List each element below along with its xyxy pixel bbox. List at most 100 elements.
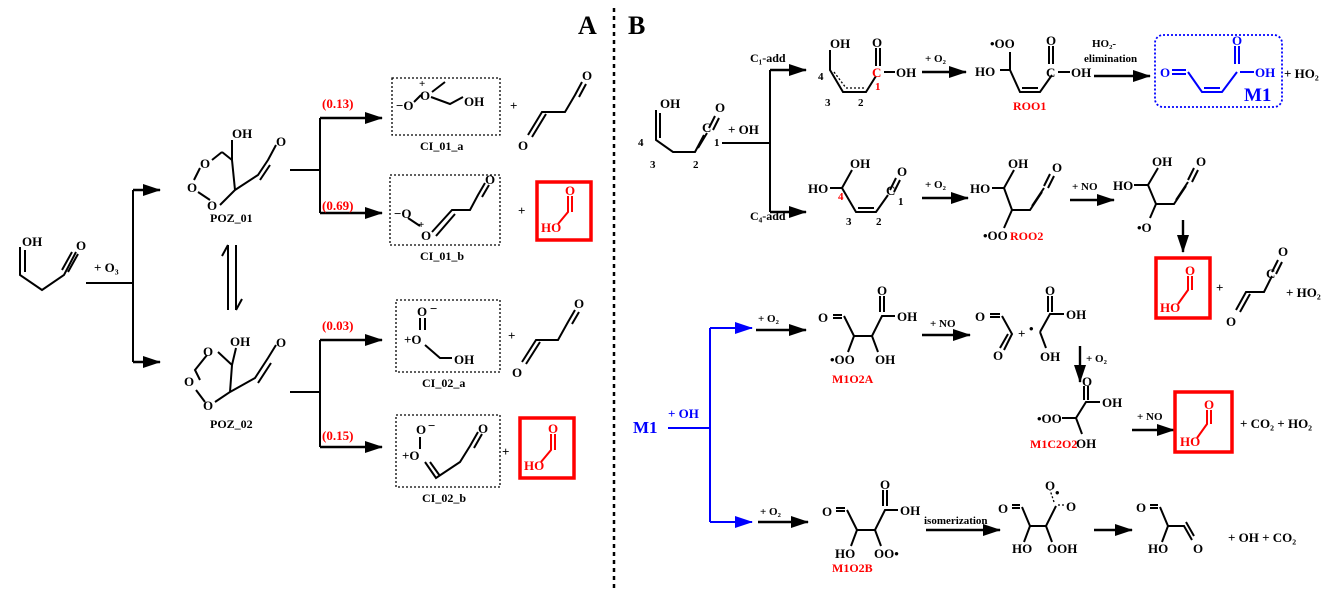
atom-oh: OH bbox=[850, 156, 870, 171]
atom-oh: OH bbox=[875, 352, 895, 367]
atom-o: O bbox=[200, 156, 210, 171]
radical-dot: • bbox=[1029, 321, 1034, 336]
atom-ho: HO bbox=[808, 181, 828, 196]
roo2-structure: HO OH O •OO bbox=[970, 156, 1062, 243]
atom-o: O bbox=[822, 504, 832, 519]
charge-plus: + bbox=[419, 78, 425, 90]
reagent-oh-blue: + OH bbox=[668, 406, 699, 421]
c4-adduct: HO OH O C 1 2 3 4 bbox=[808, 156, 907, 228]
atom-o: O bbox=[1185, 263, 1195, 278]
yield-ci02a: (0.03) bbox=[322, 318, 353, 333]
atom-ooh: OOH bbox=[1047, 541, 1077, 556]
atom-o: O bbox=[276, 335, 286, 350]
reactant-b: OH O C 1 2 3 4 bbox=[638, 96, 725, 171]
plus-o2-label: + O₂ bbox=[1086, 353, 1108, 365]
atom-o: O bbox=[421, 228, 431, 243]
atom-oh: OH bbox=[896, 65, 916, 80]
atom-o: O bbox=[1196, 154, 1206, 169]
atom-ho: HO bbox=[975, 64, 995, 79]
yield-ci01b: (0.69) bbox=[322, 198, 353, 213]
atom-c: C bbox=[1266, 266, 1275, 281]
plus-o2-label: + O₂ bbox=[760, 506, 782, 518]
roo1-label: ROO1 bbox=[1013, 99, 1046, 113]
atom-ho: HO bbox=[524, 458, 544, 473]
yield-ci01a: (0.13) bbox=[322, 96, 353, 111]
reagent-oh: + OH bbox=[728, 122, 759, 137]
atom-o: O bbox=[203, 344, 213, 359]
atom-o: O bbox=[1045, 283, 1055, 298]
atom-peroxy: •OO bbox=[830, 352, 855, 367]
atom-ho: HO bbox=[1148, 541, 1168, 556]
atom-oh: OH bbox=[464, 94, 484, 109]
atom-oh: OH bbox=[454, 352, 474, 367]
atom-oh: OH bbox=[230, 334, 250, 349]
atom-o: O bbox=[998, 501, 1008, 516]
atom-o: O bbox=[897, 164, 907, 179]
atom-oh: OH bbox=[1102, 395, 1122, 410]
atom-peroxy: OO• bbox=[874, 546, 899, 561]
ci-02-b: O − +O O bbox=[395, 414, 501, 488]
ci-01-b: −O O + O bbox=[389, 172, 501, 246]
atom-number: 1 bbox=[875, 81, 881, 93]
m1o2a-label: M1O2A bbox=[832, 372, 874, 386]
formic-acid-box: O HO bbox=[1154, 256, 1212, 320]
atom-o: O bbox=[1082, 374, 1092, 389]
atom-o: O bbox=[1045, 478, 1055, 493]
atom-o: O bbox=[187, 180, 197, 195]
m1c2o2-structure: O OH •OO OH bbox=[1037, 374, 1122, 451]
poz-02-label: POZ_02 bbox=[210, 417, 253, 431]
charge-minus: − bbox=[428, 418, 435, 433]
poz-02-structure: OH O O O O bbox=[184, 334, 286, 413]
plus-co2-ho2: + CO₂ + HO₂ bbox=[1240, 416, 1312, 431]
atom-oh: OH bbox=[1071, 65, 1091, 80]
atom-o-plus: +O bbox=[404, 332, 422, 347]
c4-add-label: C₄-add bbox=[750, 209, 786, 223]
m1-label: M1 bbox=[1244, 85, 1271, 106]
atom-o: O bbox=[478, 421, 488, 436]
atom-o: O bbox=[582, 68, 592, 83]
atom-c: C bbox=[1046, 65, 1055, 80]
coproduct-upper: O O bbox=[518, 68, 592, 153]
atom-ho: HO bbox=[835, 546, 855, 561]
plus-no-label: + NO bbox=[1137, 411, 1163, 423]
atom-o: O bbox=[1066, 499, 1076, 514]
atom-oh: OH bbox=[1066, 307, 1086, 322]
atom-o: O bbox=[715, 100, 725, 115]
atom-peroxy: •OO bbox=[983, 228, 1008, 243]
ci-01-a-label: CI_01_a bbox=[420, 139, 463, 153]
poz-01-structure: OH O O O O bbox=[187, 126, 286, 213]
c1-add-label: C₁-add bbox=[750, 51, 786, 65]
atom-o: O bbox=[1160, 65, 1170, 80]
atom-o: O bbox=[975, 309, 985, 324]
atom-o: O bbox=[184, 374, 194, 389]
atom-c: C bbox=[702, 120, 711, 135]
plus: + bbox=[518, 203, 525, 218]
plus: + bbox=[510, 98, 517, 113]
plus-ho2: + HO₂ bbox=[1286, 285, 1321, 300]
reagent-o3: + O₃ bbox=[94, 260, 119, 275]
atom-oh: OH bbox=[1152, 154, 1172, 169]
atom-o: O bbox=[76, 238, 86, 253]
atom-o: O bbox=[1136, 500, 1146, 515]
elimination-line2: elimination bbox=[1084, 53, 1137, 65]
equilibrium-arrow-down bbox=[235, 245, 243, 311]
atom-oh: OH bbox=[830, 36, 850, 51]
ci-01-b-label: CI_01_b bbox=[420, 249, 464, 263]
m1-reactant-label: M1 bbox=[633, 418, 658, 437]
atom-o: O bbox=[518, 138, 528, 153]
coproduct-lower: O O bbox=[512, 296, 584, 380]
atom-number: 4 bbox=[838, 191, 844, 203]
plus-ho2: + HO₂ bbox=[1284, 66, 1319, 81]
glyoxal-structure: O O bbox=[975, 309, 1014, 363]
formic-acid-box: O HO bbox=[1173, 390, 1234, 454]
roo2-label: ROO2 bbox=[1010, 229, 1043, 243]
atom-o: O bbox=[1204, 397, 1214, 412]
ci-02-a: O − +O OH bbox=[395, 299, 501, 373]
atom-ho: HO bbox=[1160, 300, 1180, 315]
plus: + bbox=[508, 328, 515, 343]
radical-dot: • bbox=[1055, 485, 1060, 500]
atom-number: 2 bbox=[858, 97, 864, 109]
plus-no-label: + NO bbox=[1072, 181, 1098, 193]
atom-o: O bbox=[574, 296, 584, 311]
